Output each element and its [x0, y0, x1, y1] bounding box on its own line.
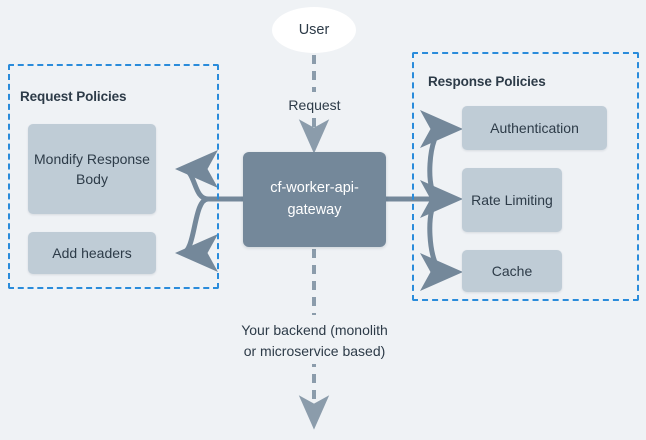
policy-box-rate-limiting[interactable]: Rate Limiting: [462, 168, 562, 232]
request-policies-title: Request Policies: [20, 89, 127, 104]
policy-box-add-headers[interactable]: Add headers: [28, 232, 156, 274]
edge-label-request: Request: [252, 94, 377, 117]
gateway-node[interactable]: cf-worker-api-gateway: [243, 152, 386, 247]
user-node[interactable]: User: [272, 7, 356, 53]
response-policies-group: [412, 52, 639, 301]
policy-box-modify-response-body[interactable]: Mondify Response Body: [28, 124, 156, 214]
edge-label-backend: Your backend (monolith or microservice b…: [198, 318, 431, 364]
policy-box-cache[interactable]: Cache: [462, 250, 562, 292]
policy-box-authentication[interactable]: Authentication: [462, 106, 607, 150]
request-policies-group: [8, 64, 219, 289]
response-policies-title: Response Policies: [428, 74, 546, 89]
